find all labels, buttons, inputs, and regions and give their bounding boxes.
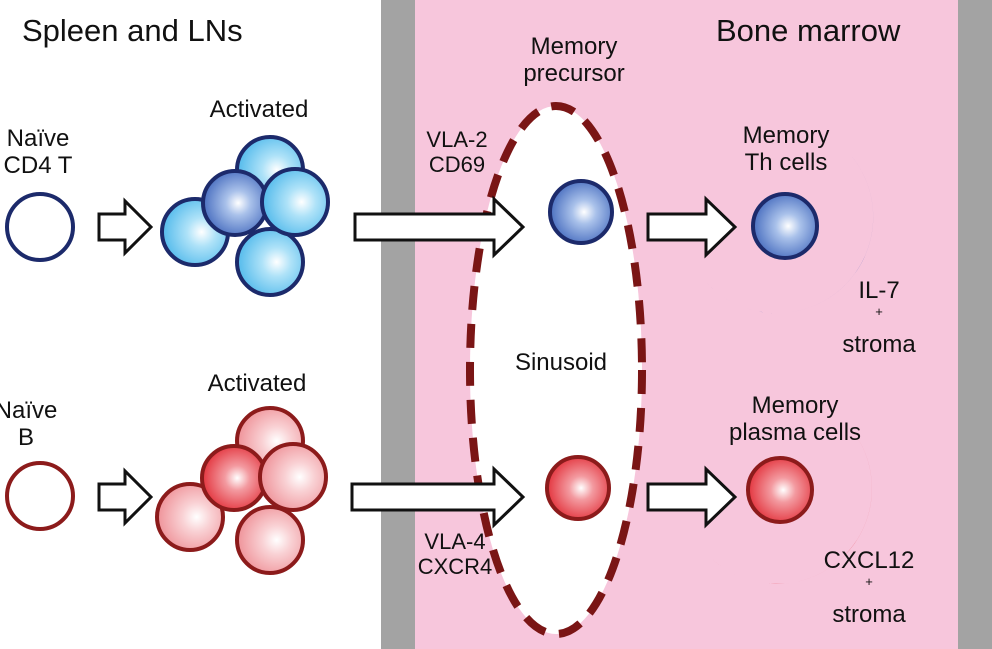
sinusoid-label: Sinusoid	[514, 349, 608, 376]
memory-th-cell	[751, 192, 819, 260]
cxcl12-stroma-label: CXCL12+ stroma	[823, 547, 915, 628]
activated-t-cell	[260, 167, 330, 237]
il7-stroma-label: IL-7+ stroma	[842, 277, 916, 358]
arrow-precursor-to-memory-b	[646, 465, 738, 529]
activated-b-cell-cluster	[155, 406, 328, 575]
activated-b-cell-dark	[200, 444, 268, 512]
memory-plasma-cell	[746, 456, 814, 524]
arrow-naive-to-activated-t	[97, 197, 154, 257]
activated-b-cell	[235, 505, 305, 575]
activated-t-cell-dark	[201, 169, 269, 237]
arrow-activated-to-precursor-b	[350, 465, 526, 529]
naive-cd4-t-cell	[5, 192, 75, 262]
arrow-precursor-to-memory-t	[646, 195, 738, 259]
arrow-naive-to-activated-b	[97, 467, 154, 527]
activated-b-cell	[258, 442, 328, 512]
naive-b-cell	[5, 461, 75, 531]
activated-t-label: Activated	[209, 96, 309, 123]
bone-marrow-left-wall	[381, 0, 415, 649]
spleen-and-lns-title: Spleen and LNs	[22, 13, 243, 48]
memory-precursor-b-cell	[545, 455, 611, 521]
activated-b-cell	[155, 482, 225, 552]
activated-t-cell	[235, 227, 305, 297]
bone-marrow-title: Bone marrow	[716, 13, 901, 48]
bone-marrow-right-wall	[958, 0, 992, 649]
memory-precursor-t-cell	[548, 179, 614, 245]
arrow-activated-to-precursor-t	[353, 195, 526, 259]
activated-b-label: Activated	[207, 370, 307, 397]
activated-t-cell-cluster	[160, 135, 330, 297]
